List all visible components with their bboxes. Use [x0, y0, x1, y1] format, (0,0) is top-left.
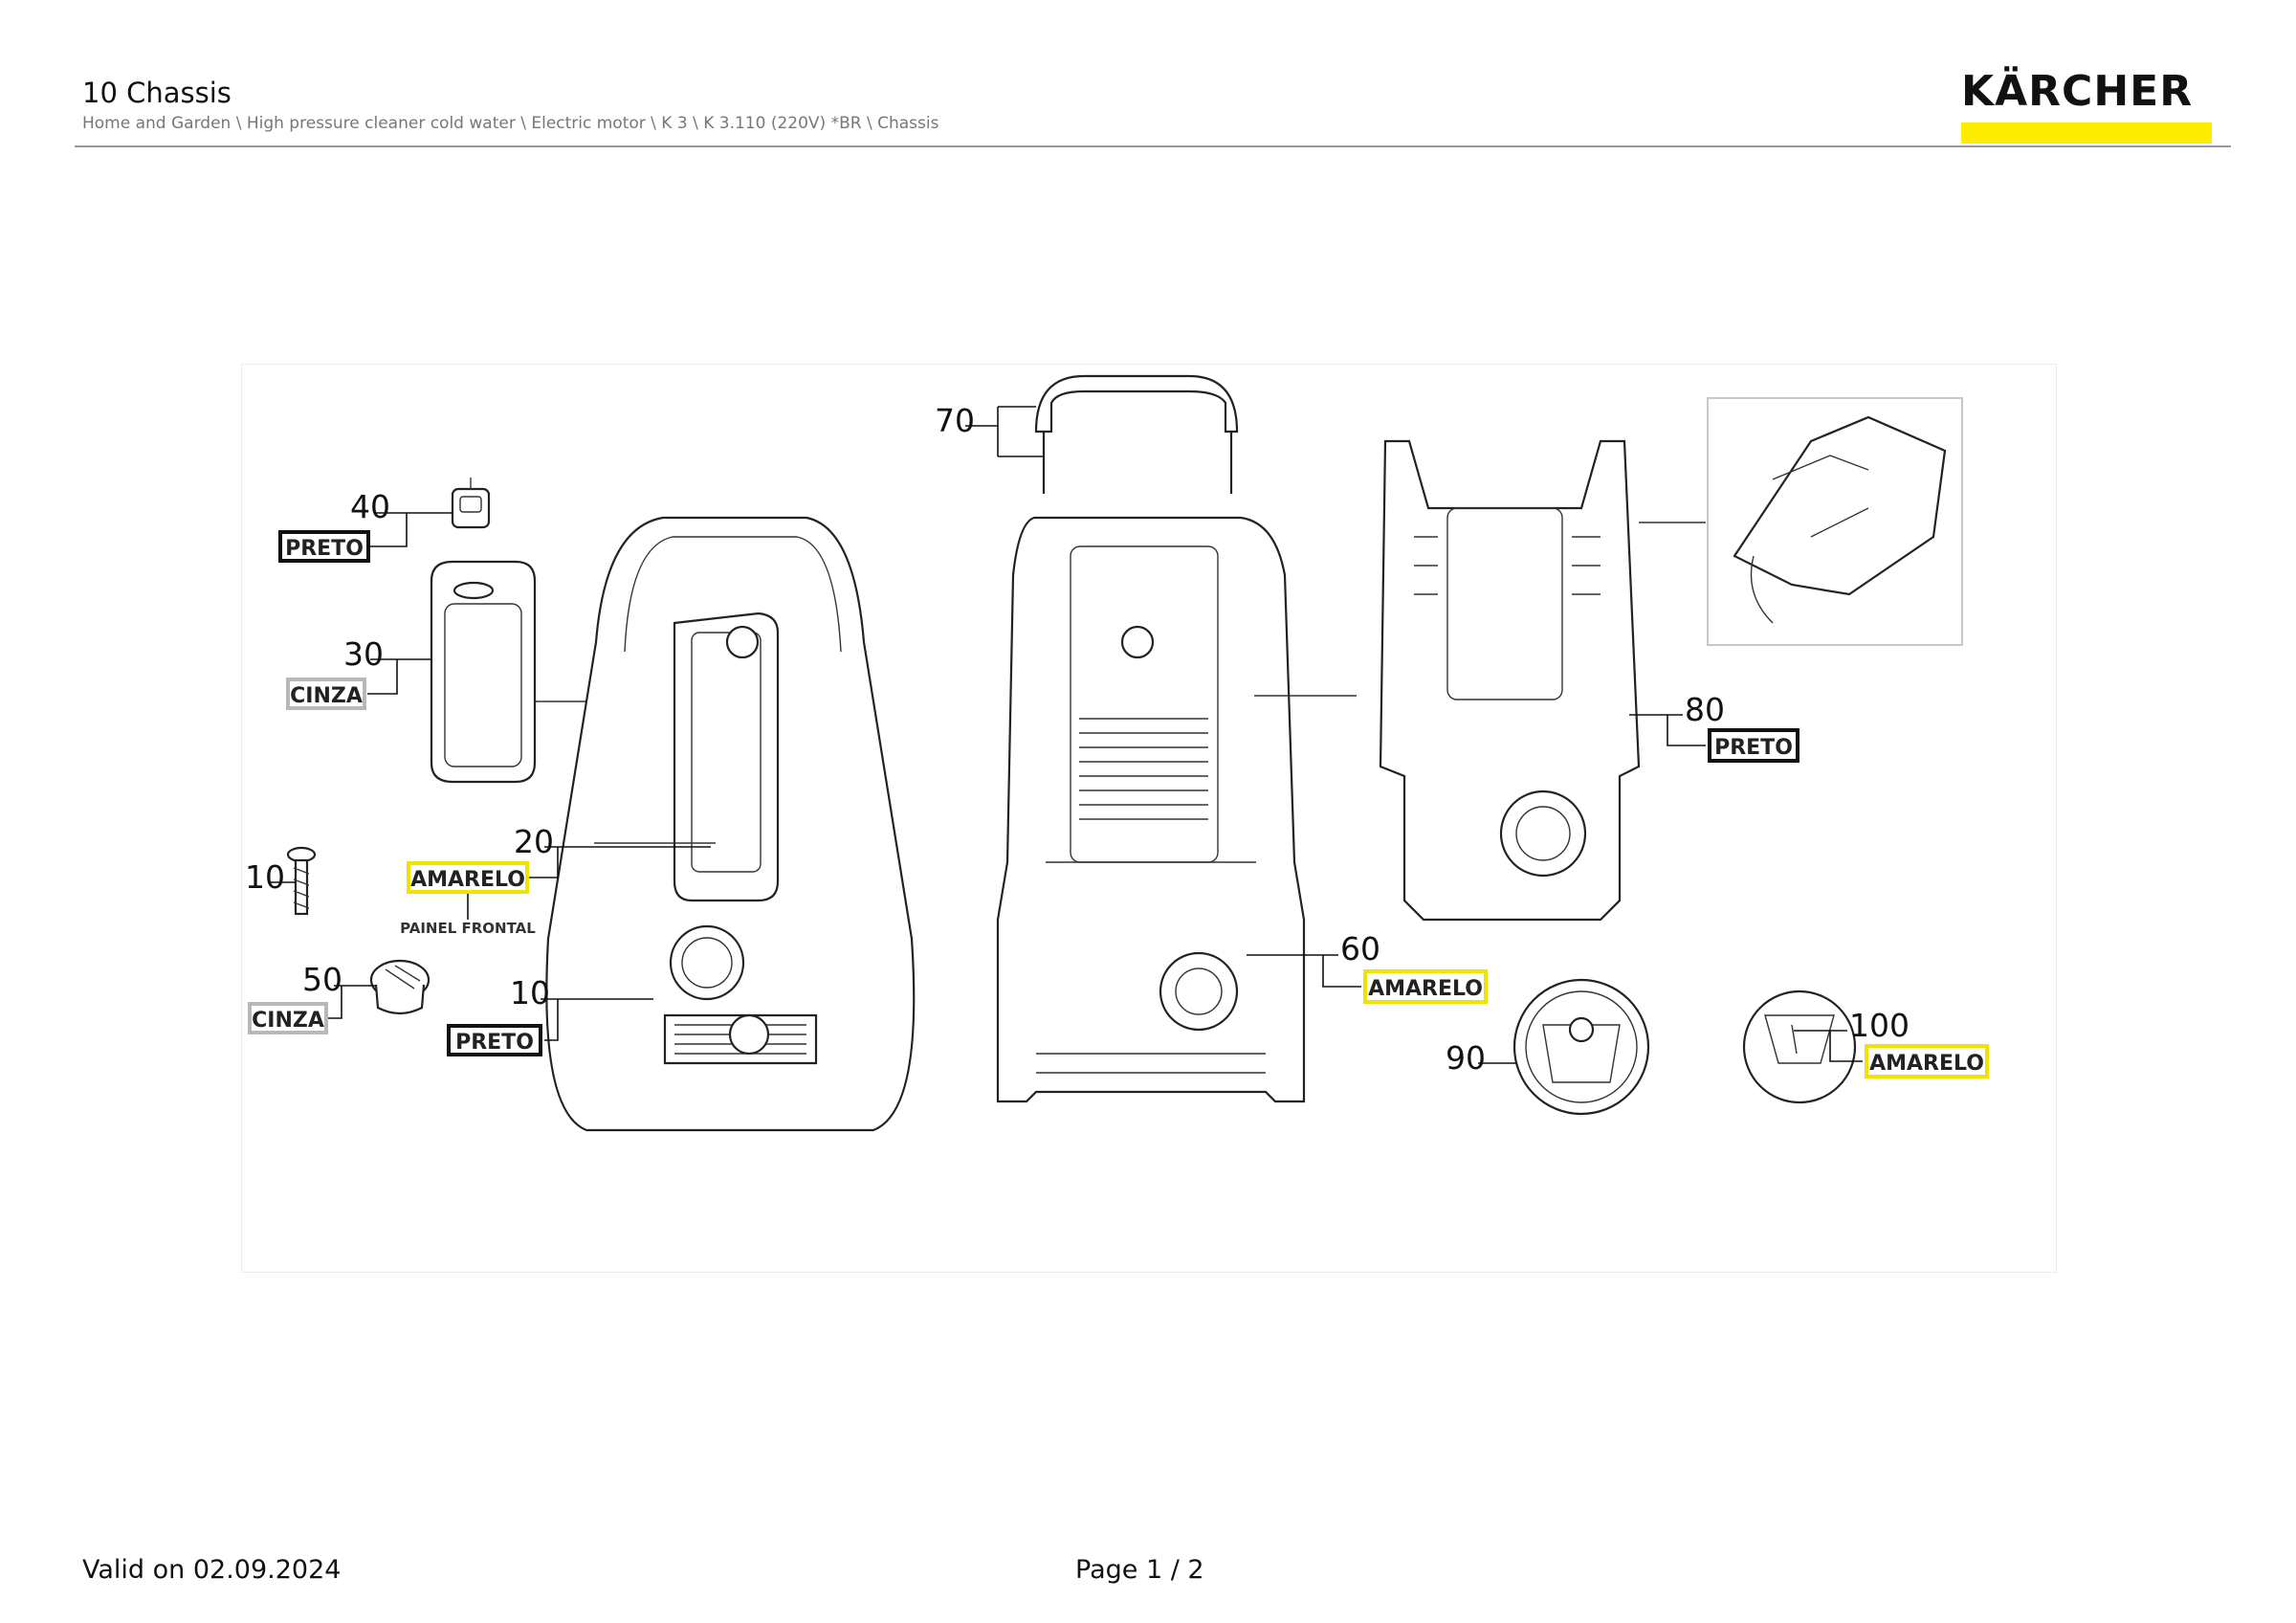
position-label-100: 100: [1849, 1007, 1910, 1044]
inset-detail: [1707, 397, 1963, 646]
diagram-canvas: 40 PRETO 30 CINZA 20 AMARELO PAINEL FRON…: [242, 374, 1989, 1132]
callout-70: 70: [935, 402, 1044, 457]
brand-logo: KÄRCHER: [1961, 65, 2212, 144]
color-tag-40: PRETO: [285, 537, 364, 561]
position-label-80: 80: [1685, 691, 1725, 728]
brand-logo-bar: [1961, 122, 2212, 144]
color-tag-60: AMARELO: [1368, 977, 1483, 1001]
position-label-40: 40: [350, 488, 390, 525]
front-panel-note: PAINEL FRONTAL: [400, 920, 536, 937]
position-label-70: 70: [935, 402, 975, 439]
callout-80: 80 PRETO: [1629, 691, 1799, 763]
color-tag-100: AMARELO: [1869, 1052, 1984, 1076]
part-100-hub-cap: [1742, 989, 1857, 1104]
part-10-front-housing: [545, 516, 916, 1132]
callout-20: 20 AMARELO PAINEL FRONTAL: [400, 823, 711, 937]
part-70-handle: [1034, 374, 1239, 494]
page-number: Page 1 / 2: [1075, 1555, 1204, 1585]
part-60-main-frame: [996, 516, 1357, 1103]
callout-60: 60 AMARELO: [1247, 930, 1488, 1004]
part-90-wheel: [1512, 978, 1650, 1116]
callout-10: 10 PRETO: [447, 974, 653, 1056]
position-label-110: 110: [242, 858, 285, 896]
part-80-back-cover: [1379, 439, 1706, 922]
valid-date: Valid on 02.09.2024: [82, 1555, 342, 1585]
position-label-50: 50: [302, 961, 342, 998]
color-tag-80: PRETO: [1714, 736, 1793, 760]
color-tag-20: AMARELO: [410, 868, 525, 892]
color-tag-50: CINZA: [252, 1009, 324, 1033]
exploded-diagram: 40 PRETO 30 CINZA 20 AMARELO PAINEL FRON…: [241, 364, 2057, 1273]
position-label-10: 10: [510, 974, 550, 1012]
callout-100: 100 AMARELO: [1794, 1007, 1989, 1078]
breadcrumb: Home and Garden \ High pressure cleaner …: [82, 114, 939, 133]
part-50-knob: [369, 959, 430, 1015]
brand-logo-text: KÄRCHER: [1961, 67, 2194, 116]
callout-30: 30 CINZA: [286, 635, 431, 710]
position-label-30: 30: [343, 635, 384, 673]
position-label-90: 90: [1446, 1039, 1486, 1077]
color-tag-30: CINZA: [290, 684, 363, 708]
callout-90: 90: [1446, 1039, 1516, 1077]
position-label-20: 20: [514, 823, 554, 860]
header-divider: [75, 145, 2231, 147]
page-title: 10 Chassis: [82, 77, 232, 109]
position-label-60: 60: [1340, 930, 1380, 967]
callout-110: 110: [242, 858, 296, 896]
part-110-screw: [286, 846, 317, 916]
callout-40: 40 PRETO: [278, 488, 453, 563]
callout-50: 50 CINZA: [248, 961, 376, 1034]
part-40-cap: [451, 478, 491, 529]
color-tag-10: PRETO: [455, 1031, 534, 1055]
